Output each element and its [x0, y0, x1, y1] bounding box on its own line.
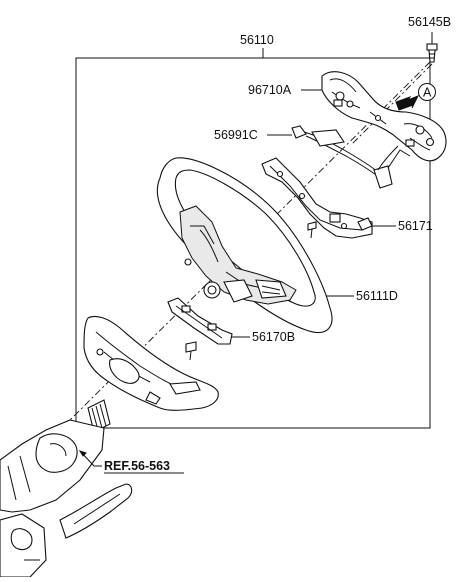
view-direction-arrow-icon — [395, 95, 420, 111]
wheel-body-part-number: 56111D — [356, 289, 398, 303]
steering-column-icon — [0, 399, 133, 578]
bolt-icon — [426, 43, 438, 63]
reference-label: REF.56-563 — [104, 459, 170, 473]
lower-bolt-icon — [185, 341, 197, 361]
lower-bracket-icon — [167, 297, 233, 345]
bolt-axis-line — [351, 63, 433, 145]
view-a-marker — [418, 83, 436, 101]
remote-switch-part-number: 96710A — [248, 83, 292, 97]
reference-leader — [78, 450, 102, 467]
screw-icon — [307, 221, 317, 239]
view-a-letter: A — [423, 86, 432, 100]
bolt-part-number: 56145B — [408, 15, 451, 29]
steering-wheel-icon — [156, 157, 333, 334]
bracket-part-number: 56171 — [398, 219, 433, 233]
lower-cover-icon — [83, 315, 219, 411]
bracket-icon — [261, 157, 373, 239]
remote-switch-icon — [321, 71, 447, 162]
lower-bracket-part-number: 56170B — [252, 330, 295, 344]
extension-wire-part-number: 56991C — [214, 128, 258, 142]
assembly-part-number: 56110 — [240, 33, 274, 47]
extension-wire-icon — [291, 125, 411, 189]
